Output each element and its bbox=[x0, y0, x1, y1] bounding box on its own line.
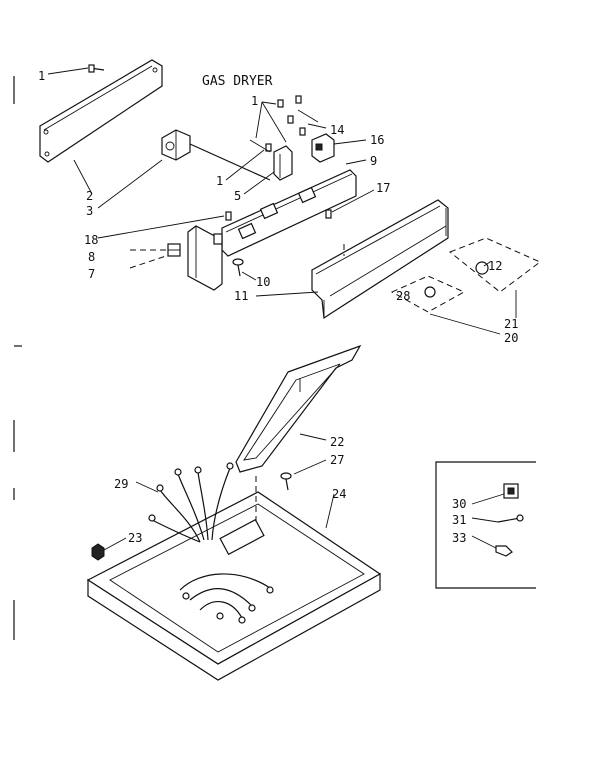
label-part-1: 1 bbox=[38, 69, 45, 83]
label-part-22: 22 bbox=[330, 435, 344, 449]
label-part-27: 27 bbox=[330, 453, 344, 467]
label-part-30: 30 bbox=[452, 497, 466, 511]
control-bracket bbox=[221, 169, 357, 257]
inset-box bbox=[435, 461, 536, 589]
part-labels: 1 2 3 1 14 16 1 9 5 17 18 8 7 10 11 12 2… bbox=[38, 69, 518, 545]
upper-dashed-guides bbox=[129, 139, 345, 269]
dryer-top bbox=[86, 476, 382, 681]
switch-part-5 bbox=[273, 145, 293, 181]
label-part-21: 21 bbox=[504, 317, 518, 331]
leader-lines bbox=[47, 67, 517, 551]
terminal-block-part-8 bbox=[167, 243, 181, 257]
label-part-23: 23 bbox=[128, 531, 142, 545]
side-bracket bbox=[187, 225, 223, 291]
timer-switch bbox=[161, 129, 271, 181]
console-panel bbox=[311, 199, 449, 320]
nut-part-23 bbox=[91, 543, 105, 561]
diagram-title: GAS DRYER bbox=[202, 74, 273, 89]
dashed-box-part-20 bbox=[390, 275, 466, 313]
screw-part-27 bbox=[280, 472, 292, 491]
label-part-14: 14 bbox=[330, 123, 344, 137]
label-part-16: 16 bbox=[370, 133, 384, 147]
switch-part-16 bbox=[311, 133, 335, 163]
wiring-harness bbox=[148, 462, 274, 624]
margin-marks bbox=[13, 76, 22, 640]
label-part-11: 11 bbox=[234, 289, 248, 303]
label-part-12: 12 bbox=[488, 259, 502, 273]
label-part-10: 10 bbox=[256, 275, 270, 289]
label-part-31: 31 bbox=[452, 513, 466, 527]
screw-part-10 bbox=[232, 258, 244, 277]
label-part-9: 9 bbox=[370, 154, 377, 168]
screw-part-1 bbox=[88, 64, 105, 73]
back-panel bbox=[39, 59, 163, 163]
label-part-2: 2 bbox=[86, 189, 93, 203]
label-part-33: 33 bbox=[452, 531, 466, 545]
label-part-20: 20 bbox=[504, 331, 518, 345]
exhaust-duct bbox=[235, 344, 362, 473]
label-part-7: 7 bbox=[88, 267, 95, 281]
label-part-1: 1 bbox=[216, 174, 223, 188]
label-part-17: 17 bbox=[376, 181, 390, 195]
label-part-3: 3 bbox=[86, 204, 93, 218]
label-part-18: 18 bbox=[84, 233, 98, 247]
label-part-29: 29 bbox=[114, 477, 128, 491]
label-part-24: 24 bbox=[332, 487, 346, 501]
label-part-5: 5 bbox=[234, 189, 241, 203]
label-part-8: 8 bbox=[88, 250, 95, 264]
label-part-1: 1 bbox=[251, 94, 258, 108]
label-part-28: 28 bbox=[396, 289, 410, 303]
